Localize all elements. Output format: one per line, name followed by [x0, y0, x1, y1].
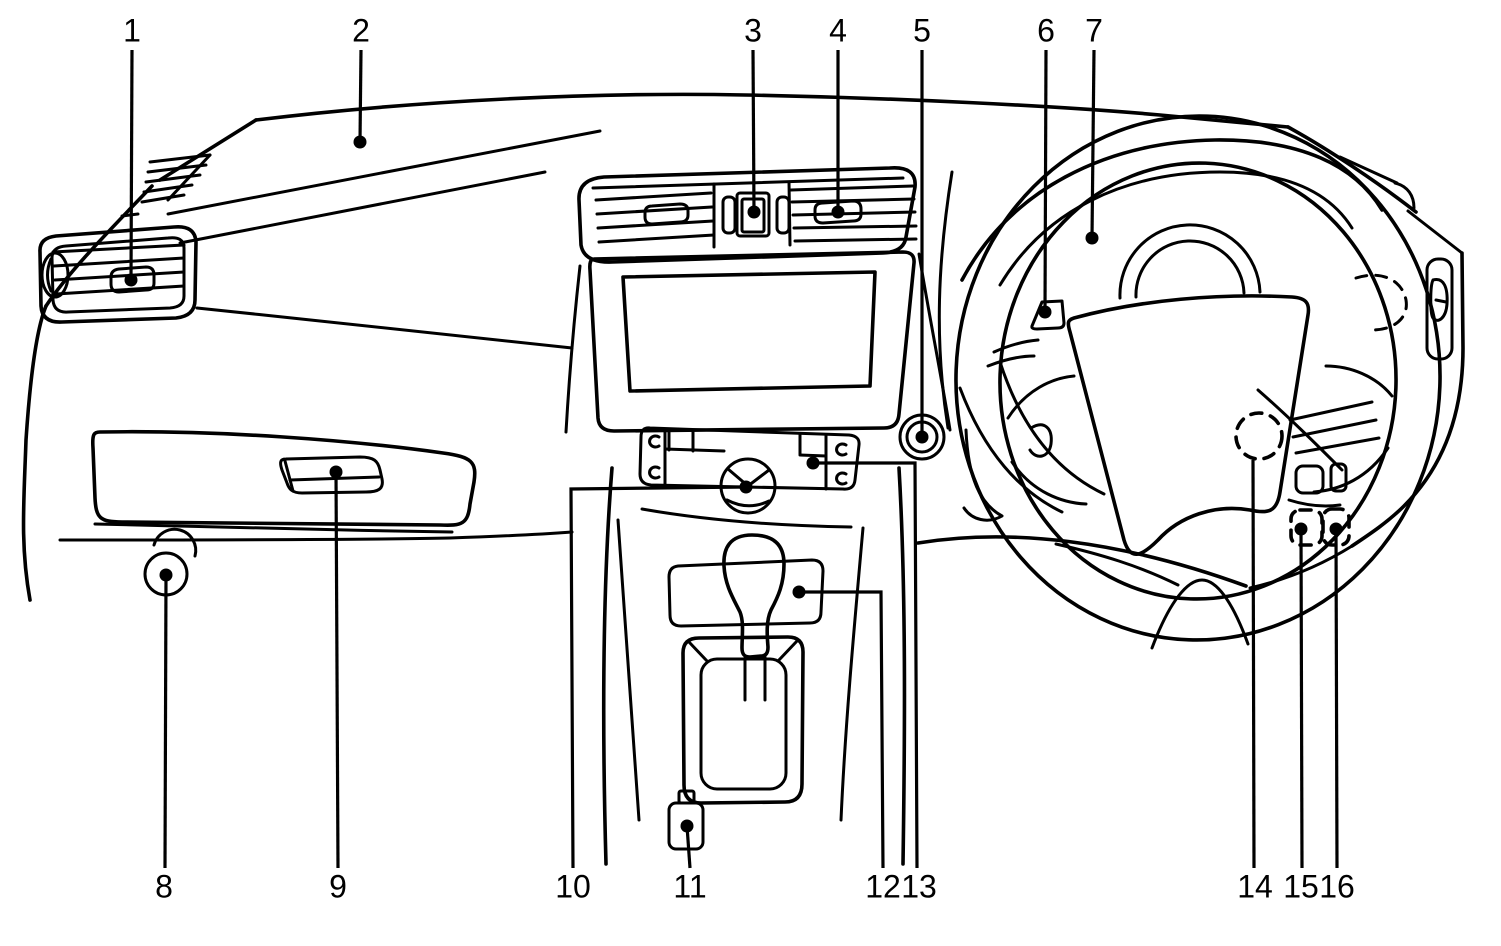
callout-leader-9: [334, 471, 340, 869]
callout-leader-2: [358, 49, 363, 143]
center-vent-panel: [577, 166, 918, 264]
callout-label-16: 16: [1319, 869, 1355, 905]
callout-dot-12: [792, 585, 806, 599]
defroster-grille: [140, 153, 212, 204]
right-switch-button-2: [1329, 462, 1348, 493]
right-center-vent-tab: [813, 199, 863, 225]
display-screen: [564, 250, 952, 434]
callout-leader-16: [1334, 529, 1339, 869]
callout-label-9: 9: [329, 869, 347, 905]
target-16-dashed-box: [1321, 507, 1351, 547]
callout-leader-3: [751, 49, 756, 213]
callout-label-15: 15: [1283, 869, 1319, 905]
callout-dot-1: [124, 273, 138, 287]
callout-dot-3: [747, 205, 761, 219]
callout-leader-7: [1090, 49, 1096, 239]
dashed-callout-targets: [1234, 411, 1351, 547]
left-center-vent-tab: [643, 202, 690, 226]
door-handle-bezel: [1425, 257, 1454, 361]
callout-dot-5: [915, 430, 929, 444]
hidden-rim-dashed-line: [1354, 273, 1408, 332]
shift-knob: [722, 533, 786, 659]
callout-label-14: 14: [1237, 869, 1273, 905]
callout-label-8: 8: [155, 869, 173, 905]
callout-label-4: 4: [829, 13, 847, 49]
shifter-boot-bezel: [681, 635, 805, 805]
target-14-dashed-circle: [1234, 411, 1284, 461]
front-door-edge: [1350, 251, 1465, 548]
cluster-hood: [960, 138, 1384, 282]
door-handle: [1429, 278, 1449, 322]
callout-label-13: 13: [901, 869, 937, 905]
airbag-pad: [1066, 294, 1311, 557]
callout-label-5: 5: [913, 13, 931, 49]
callout-dot-13: [806, 456, 820, 470]
callout-leader-1: [129, 49, 134, 281]
callout-leader-15: [1299, 529, 1304, 869]
climate-control-panel: [638, 426, 861, 515]
center-console: [601, 466, 907, 866]
callout-leader-10: [569, 485, 747, 869]
instrument-cluster: [1118, 223, 1262, 300]
callout-label-2: 2: [352, 13, 370, 49]
right-switch-button: [1294, 464, 1325, 495]
callout-leader-8: [163, 574, 168, 869]
steering-switch-button: [1030, 299, 1066, 331]
left-air-vent: [38, 224, 198, 324]
glove-box: [90, 429, 477, 528]
callout-label-3: 3: [744, 13, 762, 49]
callout-dot-8: [159, 568, 173, 582]
callout-dot-15: [1294, 522, 1308, 536]
shifter-panel: [667, 558, 825, 628]
callout-dot-10: [739, 480, 753, 494]
callout-dot-16: [1329, 522, 1343, 536]
callout-leader-6: [1043, 49, 1048, 313]
callout-label-12: 12: [865, 869, 901, 905]
callout-label-10: 10: [555, 869, 591, 905]
callout-dot-9: [329, 465, 343, 479]
callout-label-1: 1: [123, 13, 141, 49]
callout-dot-11: [680, 819, 694, 833]
callout-leader-12: [799, 590, 885, 869]
callout-leader-13: [813, 461, 919, 869]
callout-dot-6: [1038, 305, 1052, 319]
target-15-dashed-box: [1289, 508, 1324, 547]
knee-bolster: [916, 535, 1248, 588]
door-pull-handle-left: [40, 251, 70, 299]
callout-label-11: 11: [673, 869, 706, 905]
callout-leader-11: [685, 825, 692, 869]
callout-label-7: 7: [1085, 13, 1103, 49]
callout-leader-14: [1251, 459, 1256, 869]
callout-dot-4: [831, 205, 845, 219]
glove-box-handle: [279, 455, 384, 495]
callout-label-6: 6: [1037, 13, 1055, 49]
callout-dot-2: [353, 135, 367, 149]
callout-dot-7: [1085, 231, 1099, 245]
